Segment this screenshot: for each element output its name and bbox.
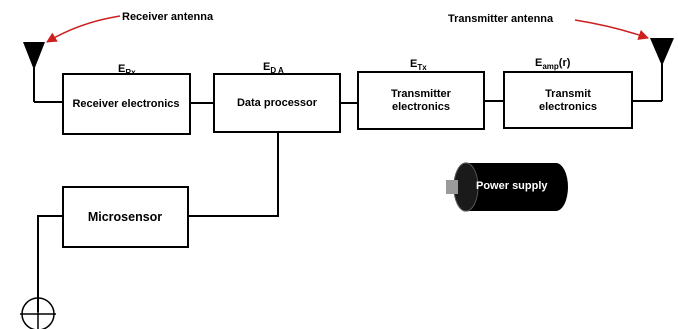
receiver-electronics-label: Receiver electronics: [72, 98, 179, 110]
transmitter-electronics-label-2: electronics: [392, 101, 450, 113]
transmitter-antenna-label: Transmitter antenna: [448, 13, 554, 25]
transmit-electronics-block: [503, 71, 633, 129]
data-processor-label: Data processor: [237, 97, 318, 109]
power-supply-battery-icon: [446, 162, 568, 212]
energy-da-label: ED A: [263, 61, 284, 75]
energy-rx-label: ERx: [118, 63, 136, 77]
receiver-antenna-label: Receiver antenna: [122, 11, 214, 23]
receiver-antenna-icon: [23, 42, 63, 103]
sensor-probe-icon: [20, 215, 63, 329]
receiver-electronics-block: [62, 73, 191, 135]
transmit-electronics-label-1: Transmit: [545, 88, 591, 100]
transmitter-antenna-arrow: [574, 19, 649, 40]
wire-dp-microsensor: [188, 132, 279, 217]
transmitter-electronics-label-1: Transmitter: [391, 88, 452, 100]
microsensor-label: Microsensor: [88, 210, 162, 224]
energy-tx-label: ETx: [410, 58, 427, 72]
power-supply-label: Power supply: [476, 180, 548, 192]
energy-amp-label: Eamp(r): [535, 57, 571, 71]
transmitter-antenna-icon: [632, 38, 674, 102]
transmit-electronics-label-2: electronics: [539, 101, 597, 113]
receiver-antenna-arrow: [46, 15, 121, 43]
